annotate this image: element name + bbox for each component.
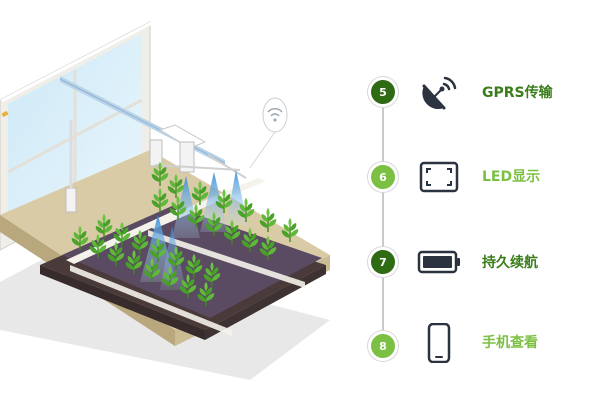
feature-label-gprs: GPRS传输 xyxy=(482,85,553,101)
feature-label-led: LED显示 xyxy=(482,169,541,185)
step-number: 8 xyxy=(379,339,387,353)
step-number: 5 xyxy=(379,85,387,99)
step-node-7: 7 xyxy=(371,250,395,274)
step-number: 6 xyxy=(379,170,387,184)
step-node-8: 8 xyxy=(371,334,395,358)
step-node-5: 5 xyxy=(371,80,395,104)
step-number: 7 xyxy=(379,255,387,269)
led-display-icon xyxy=(419,161,459,193)
smartphone-icon xyxy=(427,323,451,363)
step-node-6: 6 xyxy=(371,165,395,189)
satellite-dish-icon xyxy=(422,76,457,110)
feature-label-battery: 持久续航 xyxy=(482,255,538,271)
battery-icon xyxy=(417,250,460,274)
feature-label-mobile: 手机查看 xyxy=(482,335,538,351)
greenhouse-illustration xyxy=(0,21,330,380)
timeline-line xyxy=(382,92,384,345)
